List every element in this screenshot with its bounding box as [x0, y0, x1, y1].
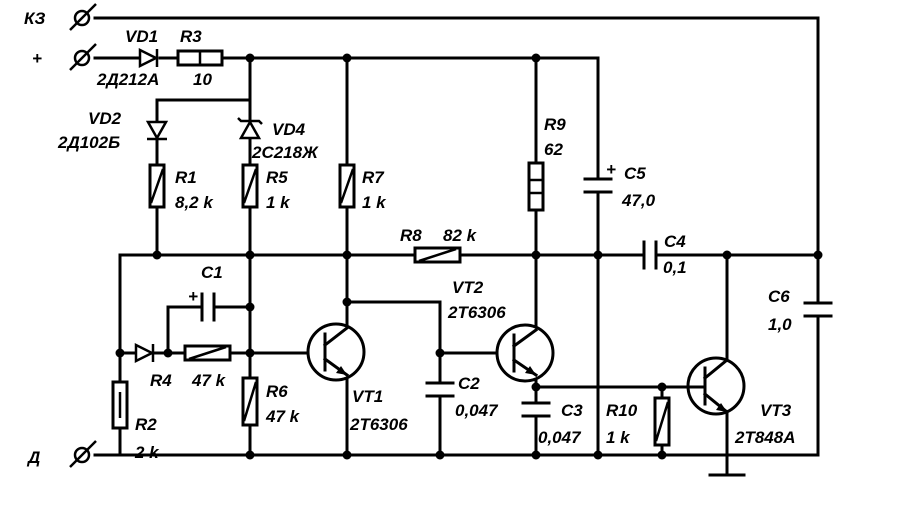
terminal-plus[interactable] [69, 43, 97, 71]
transistor-vt1 [306, 322, 366, 382]
resistor-r8 [413, 246, 462, 264]
label-r6-value: 47 k [265, 407, 301, 426]
label-r4-value: 47 k [191, 371, 227, 390]
zener-vd4 [237, 117, 263, 140]
resistor-r9 [527, 161, 545, 212]
resistor-r2 [111, 380, 129, 430]
label-c1-ref: C1 [201, 263, 223, 282]
label-r10-ref: R10 [606, 401, 638, 420]
capacitor-c5 [583, 177, 613, 194]
label-c6-ref: C6 [768, 287, 790, 306]
capacitor-c1 [200, 292, 216, 322]
label-r8-value: 82 k [443, 226, 478, 245]
label-r1-value: 8,2 k [175, 193, 214, 212]
transistor-vt2 [495, 323, 555, 383]
labels: КЗ + Д VD1 2Д212А R3 10 VD2 2Д102Б VD4 2… [24, 9, 795, 467]
label-vt1-part: 2Т6306 [349, 415, 408, 434]
label-c4-value: 0,1 [663, 258, 687, 277]
capacitor-c2 [425, 381, 455, 398]
terminal-kz[interactable] [69, 3, 97, 31]
diode-vd1 [138, 47, 159, 69]
label-vt2-part: 2Т6306 [447, 303, 506, 322]
label-c3-ref: C3 [561, 401, 583, 420]
capacitor-c4 [642, 240, 658, 270]
label-vd4-part: 2С218Ж [251, 143, 319, 162]
label-c2-ref: C2 [458, 374, 480, 393]
resistor-r10 [653, 396, 671, 447]
transistor-vt3 [686, 356, 746, 416]
label-vt3-ref: VT3 [760, 401, 792, 420]
label-r5-value: 1 k [266, 193, 291, 212]
resistor-r6 [241, 376, 259, 427]
label-vd1-ref: VD1 [125, 27, 158, 46]
label-c1-polarity: + [188, 287, 198, 306]
capacitor-c6 [803, 301, 833, 318]
resistor-r5 [241, 163, 259, 209]
wires [93, 16, 820, 477]
label-r3-value: 10 [193, 70, 212, 89]
label-r3-ref: R3 [180, 27, 202, 46]
terminal-d[interactable] [69, 440, 97, 468]
label-r9-ref: R9 [544, 115, 566, 134]
label-r2-value: 2 k [134, 443, 160, 462]
label-vt3-part: 2Т848А [734, 428, 795, 447]
label-r7-ref: R7 [362, 168, 385, 187]
label-c2-value: 0,047 [455, 401, 499, 420]
junction-nodes [115, 53, 823, 460]
label-plus: + [32, 49, 42, 68]
capacitor-c3 [521, 401, 551, 418]
label-d: Д [26, 448, 40, 467]
label-r10-value: 1 k [606, 428, 631, 447]
label-r6-ref: R6 [266, 382, 288, 401]
diode-vd2 [145, 120, 169, 141]
label-r1-ref: R1 [175, 168, 197, 187]
label-vd4-ref: VD4 [272, 120, 306, 139]
label-c6-value: 1,0 [768, 315, 792, 334]
diode-input [134, 342, 155, 364]
label-r4-ref: R4 [150, 371, 172, 390]
label-r2-ref: R2 [135, 415, 157, 434]
label-c3-value: 0,047 [538, 428, 582, 447]
label-r5-ref: R5 [266, 168, 288, 187]
resistor-r1 [148, 163, 166, 209]
label-vd2-ref: VD2 [88, 109, 122, 128]
label-r8-ref: R8 [400, 226, 422, 245]
label-r9-value: 62 [544, 140, 563, 159]
label-vt2-ref: VT2 [452, 278, 484, 297]
resistor-r3 [176, 49, 224, 67]
label-r7-value: 1 k [362, 193, 387, 212]
label-c5-ref: C5 [624, 164, 646, 183]
label-kz: КЗ [24, 9, 45, 28]
resistor-r7 [338, 163, 356, 209]
label-vd2-part: 2Д102Б [57, 133, 120, 152]
label-c5-polarity: + [606, 160, 616, 179]
label-c4-ref: C4 [664, 232, 686, 251]
label-vd1-part: 2Д212А [96, 70, 159, 89]
label-vt1-ref: VT1 [352, 387, 383, 406]
resistor-r4 [183, 344, 232, 362]
label-c5-value: 47,0 [621, 191, 656, 210]
